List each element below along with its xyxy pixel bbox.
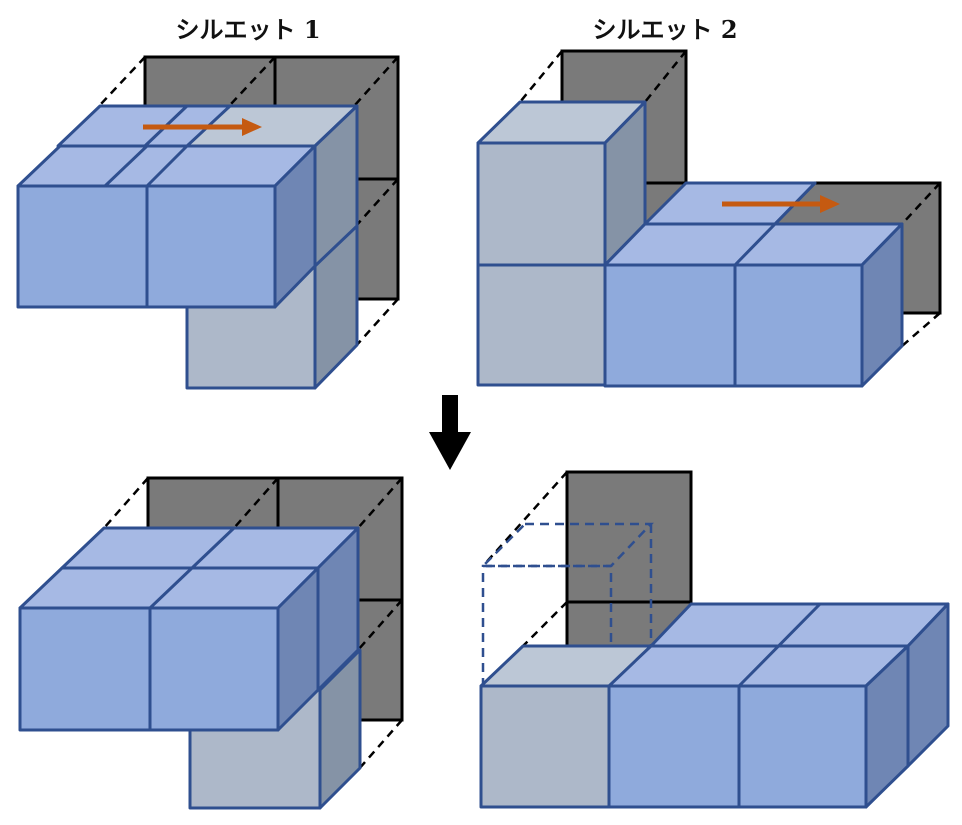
silhouette-1-after	[18, 476, 404, 810]
silhouette-1-before	[16, 55, 400, 390]
silhouette-2-after	[479, 470, 950, 809]
right-arrow-icon	[722, 195, 840, 213]
silhouette-2-label: シルエット 2	[592, 15, 737, 44]
blue-cubes	[16, 104, 317, 309]
projection-lines	[519, 50, 941, 347]
right-arrow-icon	[143, 118, 262, 136]
projection-lines	[103, 477, 403, 771]
blue-cubes	[603, 181, 904, 388]
blue-cubes	[607, 602, 950, 809]
gray-cube	[479, 644, 653, 809]
gray-cube-stack	[476, 100, 647, 387]
blue-cubes	[18, 526, 360, 732]
down-arrow-icon	[429, 395, 471, 470]
silhouette-1-label: シルエット 1	[175, 15, 320, 44]
silhouette-2-before	[476, 49, 942, 388]
removed-cube-outline	[479, 522, 654, 688]
projection-lines	[99, 56, 399, 348]
